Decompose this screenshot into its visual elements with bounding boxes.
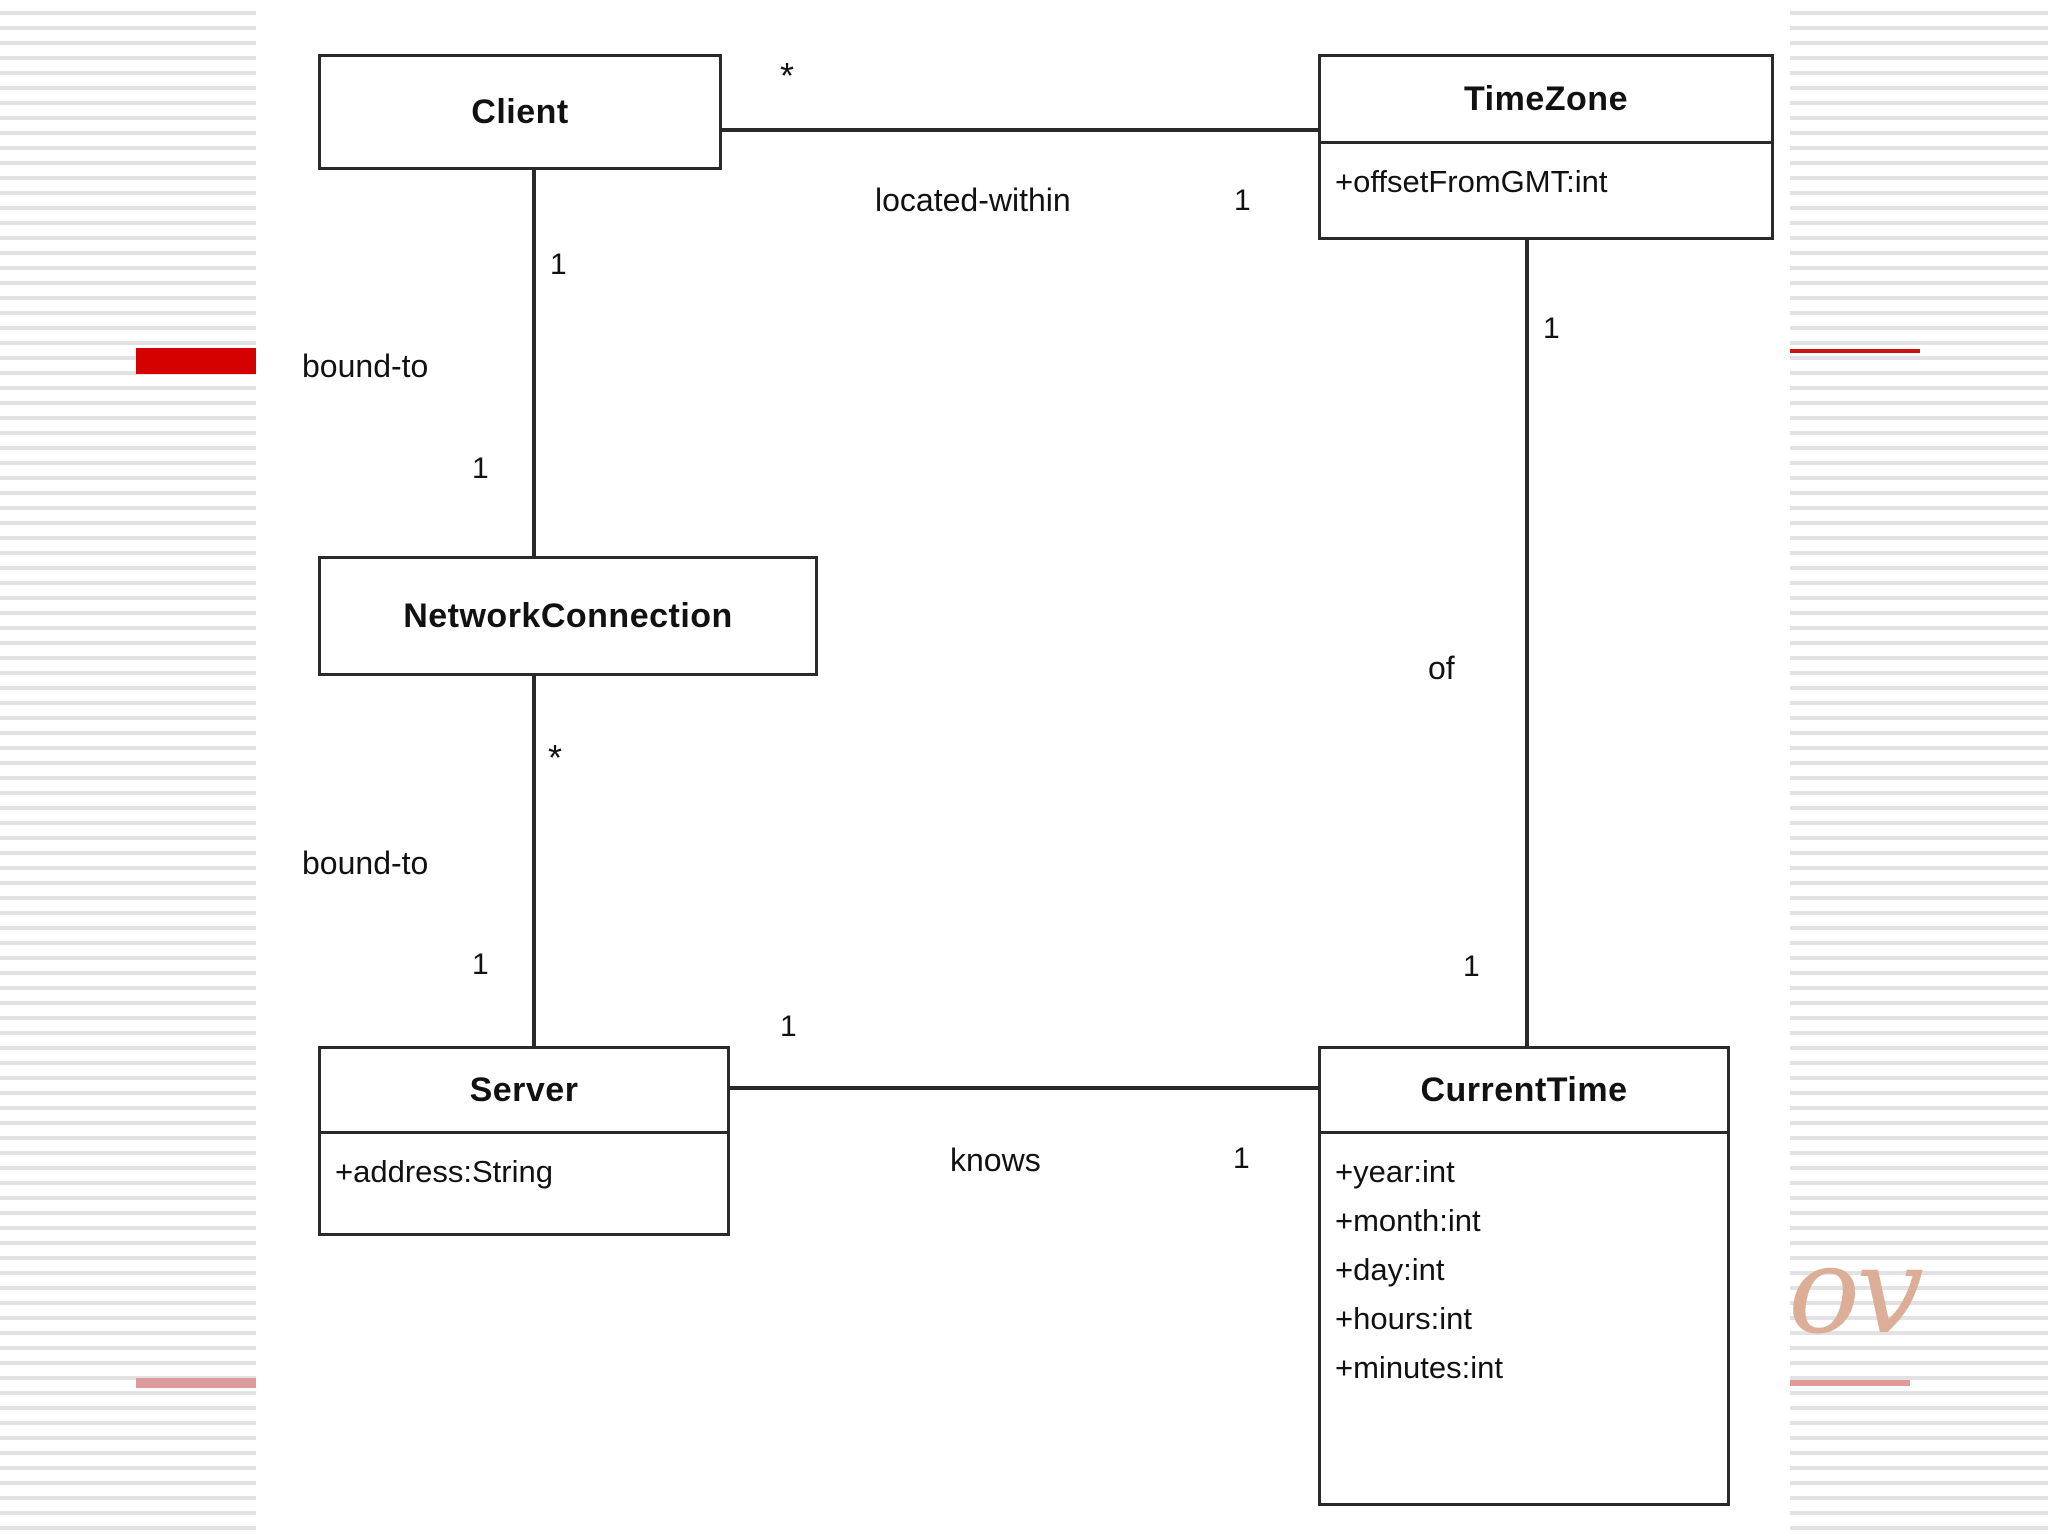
- multiplicity-client-networkconnection-from: 1: [550, 248, 567, 281]
- attribute-row: +minutes:int: [1335, 1349, 1504, 1385]
- red-accent-block: [136, 348, 256, 374]
- association-line-timezone-currenttime: [1525, 238, 1529, 1062]
- class-box-server[interactable]: Server +address:String: [318, 1046, 730, 1236]
- attribute-row: +hours:int: [1335, 1300, 1473, 1336]
- script-watermark: ov: [1788, 1222, 1924, 1361]
- association-line-server-currenttime: [730, 1086, 1322, 1090]
- class-attributes-server: +address:String: [321, 1131, 727, 1233]
- multiplicity-client-networkconnection-to: 1: [472, 452, 489, 485]
- attribute-row: +day:int: [1335, 1251, 1445, 1287]
- class-name-networkconnection: NetworkConnection: [403, 596, 733, 635]
- association-label-knows: knows: [950, 1142, 1041, 1178]
- multiplicity-client-timezone-to: 1: [1234, 184, 1251, 217]
- association-line-networkconnection-server: [532, 674, 536, 1064]
- multiplicity-timezone-currenttime-from: 1: [1543, 312, 1560, 345]
- class-name-timezone: TimeZone: [1464, 79, 1628, 118]
- right-margin-stripes: [1790, 0, 2048, 1536]
- association-label-located-within: located-within: [875, 182, 1071, 218]
- association-label-bound-to-upper: bound-to: [302, 348, 429, 384]
- pink-accent-line: [1790, 1380, 1910, 1386]
- multiplicity-networkconnection-server-to: 1: [472, 948, 489, 981]
- class-name-currenttime: CurrentTime: [1420, 1070, 1628, 1109]
- class-name-client: Client: [471, 92, 569, 131]
- multiplicity-server-currenttime-to: 1: [1233, 1142, 1250, 1175]
- association-label-of: of: [1428, 650, 1455, 686]
- attribute-row: +offsetFromGMT:int: [1335, 164, 1608, 199]
- attribute-row: +month:int: [1335, 1202, 1481, 1238]
- class-name-server: Server: [469, 1070, 579, 1109]
- multiplicity-networkconnection-server-from: *: [548, 737, 563, 778]
- attribute-row: +address:String: [335, 1154, 553, 1189]
- multiplicity-client-timezone-from: *: [780, 55, 795, 96]
- class-box-client[interactable]: Client: [318, 54, 722, 170]
- pink-accent-block: [136, 1378, 256, 1388]
- association-label-bound-to-lower: bound-to: [302, 845, 429, 881]
- association-line-client-networkconnection: [532, 168, 536, 558]
- association-line-client-timezone: [718, 128, 1322, 132]
- attribute-row: +year:int: [1335, 1154, 1455, 1189]
- multiplicity-timezone-currenttime-to: 1: [1463, 950, 1480, 983]
- class-attributes-timezone: +offsetFromGMT:int: [1321, 141, 1771, 237]
- red-accent-line: [1790, 349, 1920, 353]
- class-box-timezone[interactable]: TimeZone +offsetFromGMT:int: [1318, 54, 1774, 240]
- left-margin-stripes: [0, 0, 256, 1536]
- class-box-networkconnection[interactable]: NetworkConnection: [318, 556, 818, 676]
- class-attributes-currenttime: +year:int +month:int +day:int +hours:int…: [1321, 1131, 1727, 1503]
- class-box-currenttime[interactable]: CurrentTime +year:int +month:int +day:in…: [1318, 1046, 1730, 1506]
- multiplicity-server-currenttime-from: 1: [780, 1010, 797, 1043]
